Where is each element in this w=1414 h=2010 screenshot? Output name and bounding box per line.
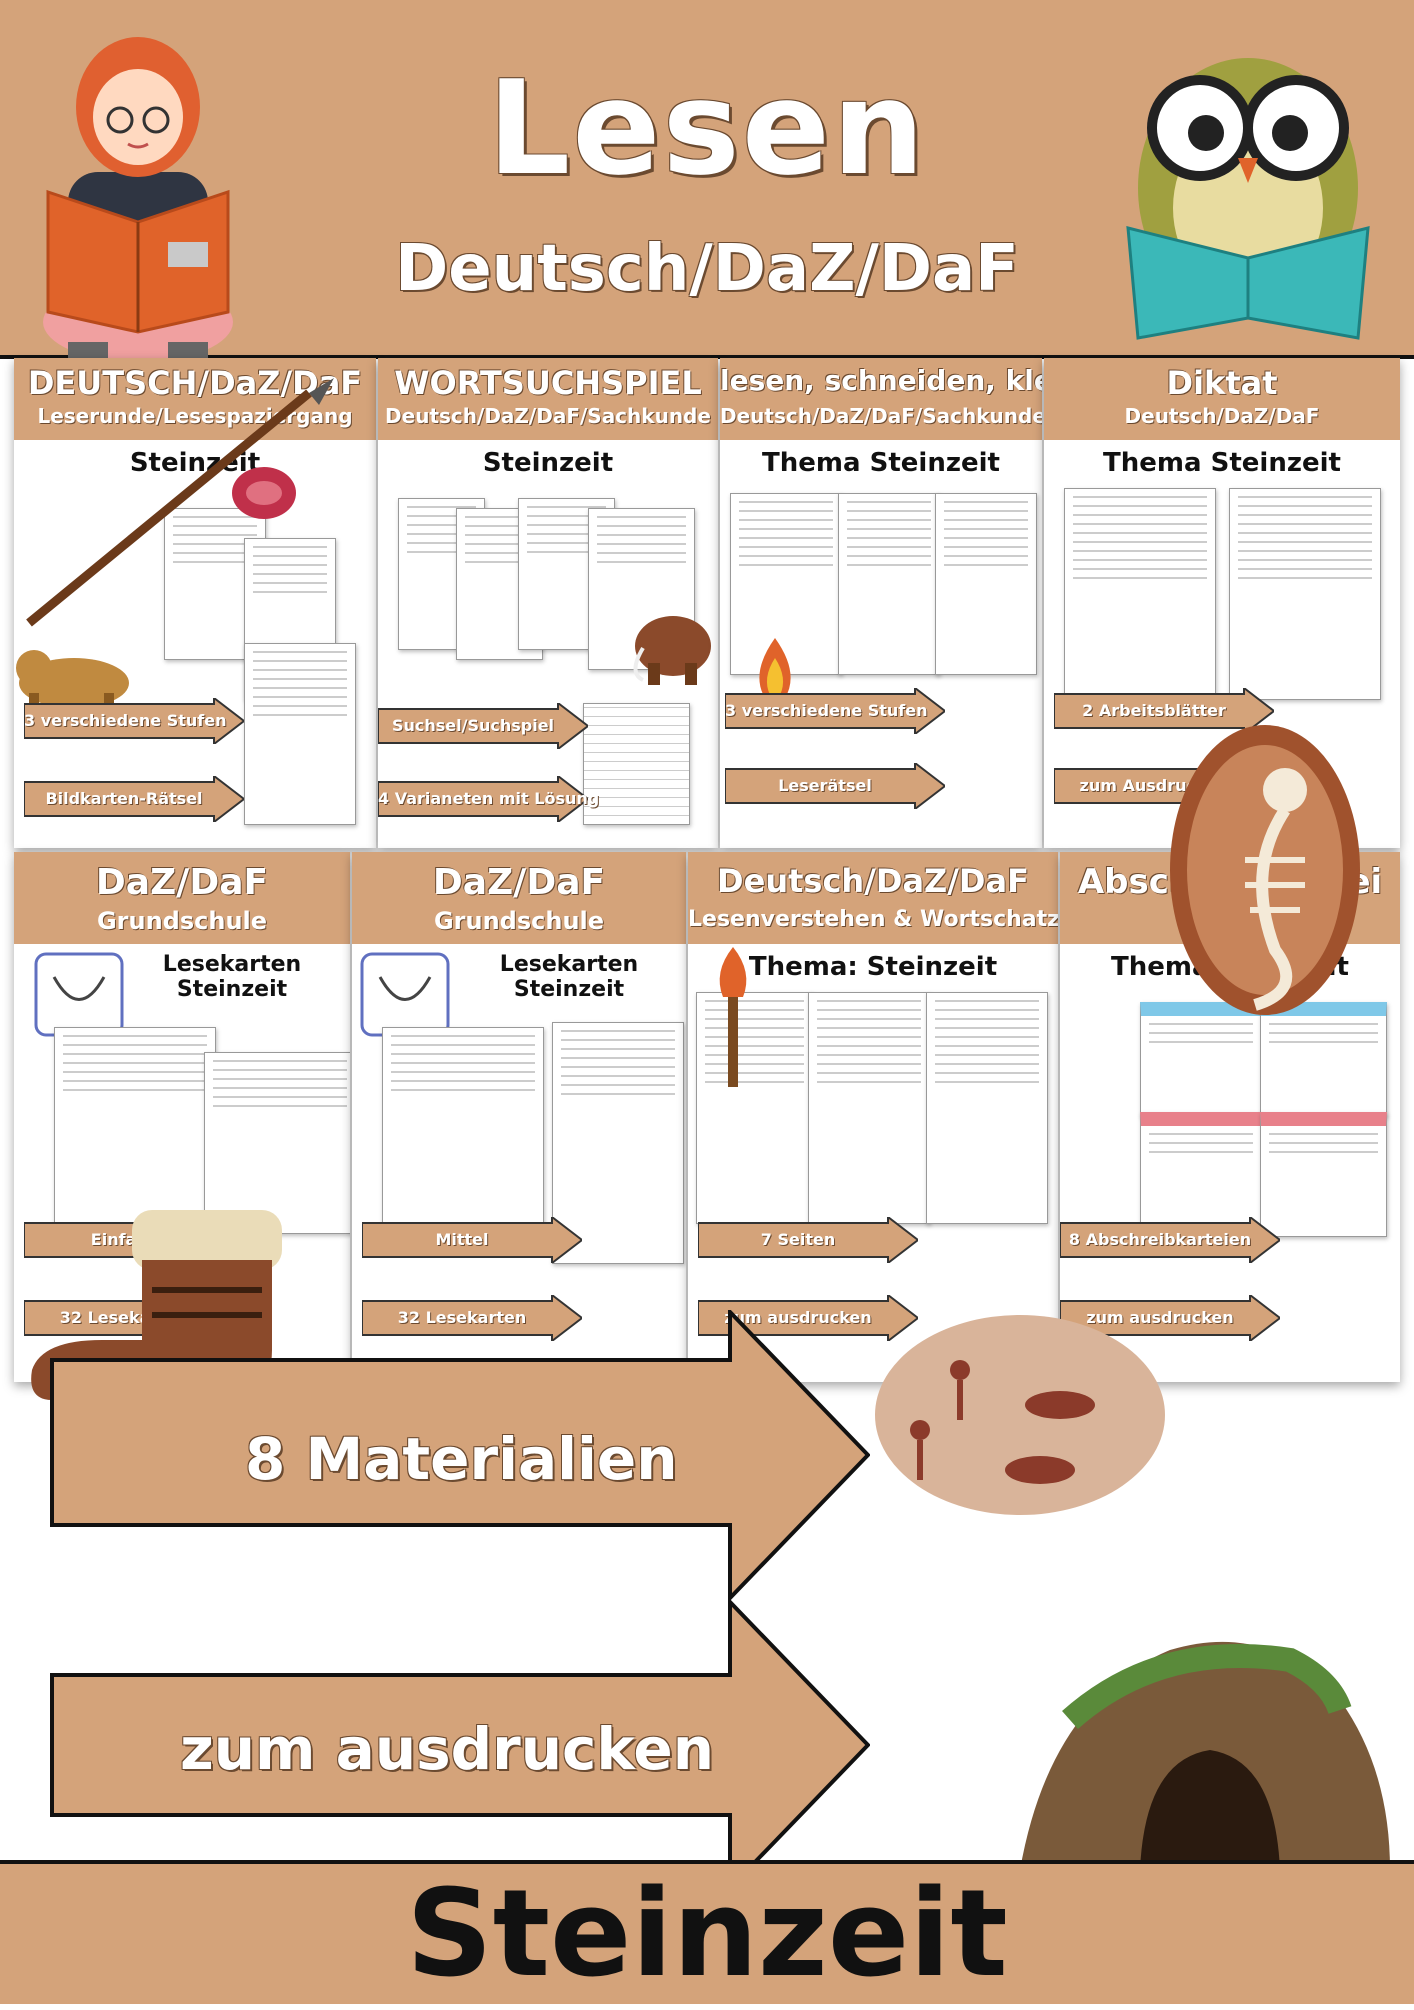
fossil-icon (1170, 725, 1360, 1015)
copy-card-thumbnail (1140, 1112, 1262, 1237)
card-title: DaZ/DaF (95, 862, 269, 903)
wordsearch-grid (583, 703, 690, 825)
worksheet-thumbnail (382, 1027, 544, 1229)
card-header (1044, 358, 1400, 440)
worksheet-thumbnail (935, 493, 1037, 675)
mammoth-icon (633, 616, 711, 685)
label-arrow (362, 1295, 582, 1341)
card-title: lesen, schneiden, kleben (720, 364, 1042, 397)
torch-icon (719, 947, 747, 1087)
card-label: 32 Lesekarten (397, 1308, 527, 1327)
card-header (14, 852, 350, 944)
card-topic: Steinzeit (482, 448, 614, 478)
card-subtitle: Leserunde/Lesespaziergang (37, 404, 353, 428)
card-label: 3 verschiedene Stufen (725, 701, 928, 720)
card-topic: Thema Steinzeit (762, 448, 1000, 478)
card-topic: Lesekarten Steinzeit (162, 952, 302, 1002)
card-label: 7 Seiten (760, 1230, 836, 1249)
label-arrow (378, 703, 588, 749)
card-topic: Thema Steinzeit (1103, 448, 1341, 478)
card-label: 8 Abschreibkarteien (1068, 1230, 1252, 1249)
card-topic: Lesekarten Steinzeit (499, 952, 639, 1002)
card-label: zum ausdrucken (724, 1308, 872, 1327)
card-header (688, 852, 1058, 944)
worksheet-thumbnail (244, 643, 356, 825)
footer-title: Steinzeit (406, 1865, 1008, 2004)
card-subtitle: Grundschule (433, 907, 605, 935)
worksheet-thumbnail (838, 493, 940, 675)
reading-girl-illustration (43, 37, 233, 367)
worksheet-thumbnail (730, 493, 842, 675)
page-subtitle: Deutsch/DaZ/DaF (395, 232, 1019, 306)
card-wortsuchspiel: WORTSUCHSPIEL Deutsch/DaZ/DaF/Sachkunde … (378, 358, 718, 848)
label-arrow (1060, 1217, 1280, 1263)
card-lesenverstehen: Deutsch/DaZ/DaF Lesenverstehen & Wortsch… (688, 852, 1058, 1382)
arrow-print-label: zum ausdrucken (180, 1715, 715, 1783)
footer-band (0, 1860, 1414, 2004)
owl-illustration (1126, 58, 1370, 340)
arrow-materials (50, 1310, 870, 1600)
necklace-icon (360, 952, 450, 1037)
worksheet-thumbnail (696, 992, 813, 1224)
cave-icon (1020, 1641, 1390, 1870)
label-arrow (725, 763, 945, 809)
necklace-icon (34, 952, 124, 1037)
card-label: Bildkarten-Rätsel (45, 789, 203, 808)
card-header (352, 852, 686, 944)
copy-card-thumbnail (1260, 1112, 1387, 1237)
card-label: Suchsel/Suchspiel (391, 716, 555, 735)
card-title: WORTSUCHSPIEL (394, 364, 702, 402)
label-arrow (378, 776, 588, 822)
worksheet-thumbnail (1064, 488, 1216, 700)
worksheet-thumbnail (926, 992, 1048, 1224)
label-arrow (698, 1217, 918, 1263)
worksheet-thumbnail (54, 1027, 216, 1229)
arrow-materials-label: 8 Materialien (245, 1425, 678, 1493)
card-subtitle: Grundschule (96, 907, 268, 935)
card-lesen-schneiden: lesen, schneiden, kleben Deutsch/DaZ/DaF… (720, 358, 1042, 848)
worksheet-thumbnail (204, 1052, 350, 1234)
card-label: 3 verschiedene Stufen (24, 711, 227, 730)
card-label: 2 Arbeitsblätter (1082, 701, 1226, 720)
label-arrow (24, 776, 244, 822)
card-topic: Thema: Steinzeit (748, 952, 998, 982)
card-lesekarten-mittel: DaZ/DaF Grundschule Lesekarten Steinzeit… (352, 852, 686, 1382)
card-label: Mittel (435, 1230, 489, 1249)
card-title: DaZ/DaF (432, 862, 606, 903)
page-title: Lesen (487, 52, 927, 204)
meat-icon (232, 467, 296, 519)
label-arrow (362, 1217, 582, 1263)
copy-card-thumbnail (1140, 1002, 1262, 1117)
card-subtitle: Lesenverstehen & Wortschatz (688, 907, 1058, 932)
card-leserunde: DEUTSCH/DaZ/DaF Leserunde/Lesespaziergan… (14, 358, 376, 848)
card-label: 4 Varianeten mit Lösung (378, 789, 600, 808)
worksheet-thumbnail (808, 992, 930, 1224)
card-title: Deutsch/DaZ/DaF (717, 862, 1029, 900)
card-title: Diktat (1166, 364, 1278, 402)
cave-painting-stone-icon (875, 1315, 1165, 1515)
worksheet-thumbnail (552, 1022, 684, 1264)
card-label: zum ausdrucken (1086, 1308, 1234, 1327)
arrow-print (50, 1600, 870, 1890)
card-header (720, 358, 1042, 440)
card-header (378, 358, 718, 440)
card-subtitle: Deutsch/DaZ/DaF/Sachkunde (720, 404, 1042, 428)
card-subtitle: Deutsch/DaZ/DaF (1124, 404, 1320, 428)
card-diktat: Diktat Deutsch/DaZ/DaF Thema Steinzeit 2… (1044, 358, 1400, 848)
label-arrow (725, 688, 945, 734)
card-label: Leserätsel (778, 776, 872, 795)
card-subtitle: Deutsch/DaZ/DaF/Sachkunde (385, 404, 711, 428)
label-arrow (24, 698, 244, 744)
label-arrow (1054, 688, 1274, 734)
spear-icon (26, 378, 334, 627)
worksheet-thumbnail (1229, 488, 1381, 700)
